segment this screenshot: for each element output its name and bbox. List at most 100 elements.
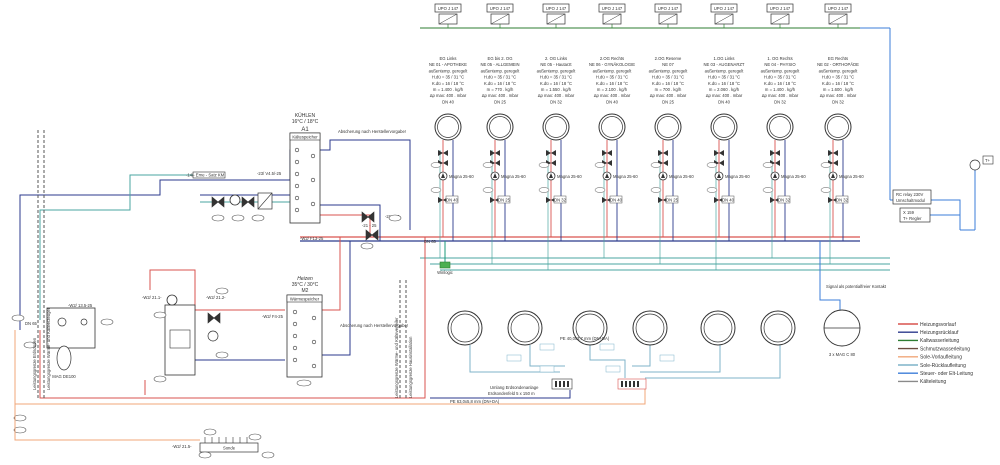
cooling-tank-box-label: Kältespeicher [292, 135, 318, 140]
signal-note: Signal als potentialfreier Kontakt [826, 284, 887, 289]
circuit-text: NE 05 - ALLGEMEIN [480, 62, 519, 67]
controllers-row: UPO J 147 UPO J 147 UPO J 147 UPO J 147 UPO … [434, 3, 852, 28]
red-outer-loop [39, 237, 426, 399]
sonde-lines [204, 437, 248, 443]
circuit-text: H.dü = 35 / 31 °C [822, 75, 854, 80]
legend-label: Schmutzwasserleitung [920, 346, 970, 352]
controller-8: UPO J 147 [824, 3, 852, 28]
left-valves [207, 196, 379, 324]
legend-label: Steuer- oder Elt-Leitung [920, 371, 973, 377]
probe-4 [632, 310, 668, 346]
circuit-text: DN 40 [606, 99, 619, 104]
heating-tank: Heizen 35°C / 30°C M2 Wärmespeicher Absc… [286, 276, 408, 387]
brine-manifold: Umlang Erdsondenanlage Erdsondenfeld 5 x… [450, 336, 675, 404]
circuit-text: Δp max: 400 . mbar [482, 93, 519, 98]
blue-left-loop [19, 139, 411, 330]
pump-tag-r2: -21 - 25 [362, 223, 377, 228]
sonde-group: Sonde -W2/ 21.5- [13, 404, 275, 459]
circuit-text: außentemp. geregelt [649, 68, 688, 73]
limit-label-mid-2: Leistungsgrenze Hausinstallation [408, 336, 413, 398]
heating-tank-box-label: Wärmespeicher [290, 297, 320, 302]
outdoor-sensor-icon [969, 159, 981, 171]
borehole-probes [447, 310, 796, 346]
limit-label-left-2: Leistungsgrenze Wärme- und Kälteerzeuger [46, 307, 51, 390]
circuit-text: Δp max: 400 . mbar [594, 93, 631, 98]
legend-label: Heizungsrücklauf [920, 330, 959, 336]
circuit-text: H.dü = 35 / 31 °C [596, 75, 628, 80]
manifold-brine-5 [640, 345, 721, 373]
manifold-return [430, 390, 571, 399]
circuit-text: EG Rechts [828, 56, 848, 61]
pe-bottom-label: PE 63,0x5,8 mm (DN+DA) [450, 399, 500, 404]
circuit-text: K.dü = 16 / 18 °C [764, 81, 796, 86]
circuit-text: Δp max: 400 . mbar [650, 93, 687, 98]
pump-label: Magna 25-60 [781, 174, 806, 179]
legend-label: Heizungsvorlauf [920, 322, 956, 328]
circuit-text: außentemp. geregelt [593, 68, 632, 73]
circuit-text: 1. OG Rechts [767, 56, 792, 61]
circuit-text: außentemp. geregelt [429, 68, 468, 73]
mag-left-vessel [56, 345, 72, 371]
circuit-text: K.dü = 16 / 18 °C [822, 81, 854, 86]
heating-separation-note: Abscherung nach Herstellervorgabe! [340, 323, 408, 328]
sonde-feed-line [14, 404, 200, 441]
circuit-text: DN 32 [832, 99, 845, 104]
dn-main-label: DN 65 [424, 239, 437, 244]
pump-label: Magna 25-60 [501, 174, 526, 179]
relay-line-1: RC relay 230V [896, 192, 923, 197]
controller-6: UPO J 147 [710, 3, 738, 28]
legend-label: Sole-Rücklaufleitung [920, 363, 966, 369]
heating-tank-header [286, 294, 323, 303]
valve-dn-label: DN 40 [722, 198, 735, 203]
circuit-text: m = 1.400 . kg/h [765, 87, 796, 92]
manifold-note-2: Erdsondenfeld 5 x 150 m [488, 391, 535, 396]
heating-tank-ports [292, 309, 317, 369]
circuit-text: NE 06 - GYNÄKOLOGIE [589, 62, 635, 67]
exchanger-pump [229, 194, 241, 206]
manifold-note-1: Umlang Erdsondenanlage [490, 385, 539, 390]
brine-line-tags [506, 343, 675, 373]
sonde-bottom-tags [13, 414, 275, 459]
probe-5 [700, 310, 736, 346]
mag-left-gauge [57, 317, 67, 327]
circuit-text: außentemp. geregelt [705, 68, 744, 73]
circuit-text: H.dü = 35 / 31 °C [432, 75, 464, 80]
circuit-text: Δp max: 400 . mbar [430, 93, 467, 98]
circuit-text: DN 25 [494, 99, 507, 104]
controller-3: UPO J 147 [542, 3, 570, 28]
legend-item: Heizungsvorlauf [898, 322, 956, 328]
valve-tag-6: -W2/ 21.2- [206, 295, 226, 300]
circuit-text: NE 07 [662, 62, 674, 67]
manifold-brine-3 [589, 345, 626, 378]
circuit-text: außentemp. geregelt [481, 68, 520, 73]
manifold-brine-6 [645, 345, 781, 379]
circuit-text: K.dü = 16 / 18 °C [432, 81, 464, 86]
circuit-text: DN 40 [442, 99, 455, 104]
circuit-text: 2.OG Rechts [600, 56, 624, 61]
exchanger-box [192, 171, 226, 179]
teal-left-loop [39, 174, 200, 320]
controller-label: UPO J 147 [546, 6, 567, 11]
legend-item: Heizungsrücklauf [898, 330, 959, 336]
mag-3x-group: 3 x MAG C 80 [823, 309, 861, 357]
controller-2: UPO J 147 [486, 3, 514, 28]
cooling-tank-body [289, 132, 321, 224]
pipe-network [14, 27, 976, 405]
heatpump-loop [149, 269, 196, 310]
legend-label: Kaltwasserleitung [920, 338, 959, 344]
heating-tank-body [286, 294, 323, 378]
controller-label: UPO J 147 [658, 6, 679, 11]
left-equipment: MAG DE100 DN 65 -14/- Erne - Satz KM -23… [11, 171, 402, 383]
circuit-text: H.dü = 35 / 31 °C [540, 75, 572, 80]
legend-label: Kälteleitung [920, 379, 946, 385]
manifold-brine-4 [632, 345, 651, 367]
valve-dn-label: DN 25 [666, 198, 679, 203]
winlogic-device [439, 261, 451, 269]
heatpump-inner [169, 329, 191, 349]
valve-dn-label: DN 32 [836, 198, 849, 203]
